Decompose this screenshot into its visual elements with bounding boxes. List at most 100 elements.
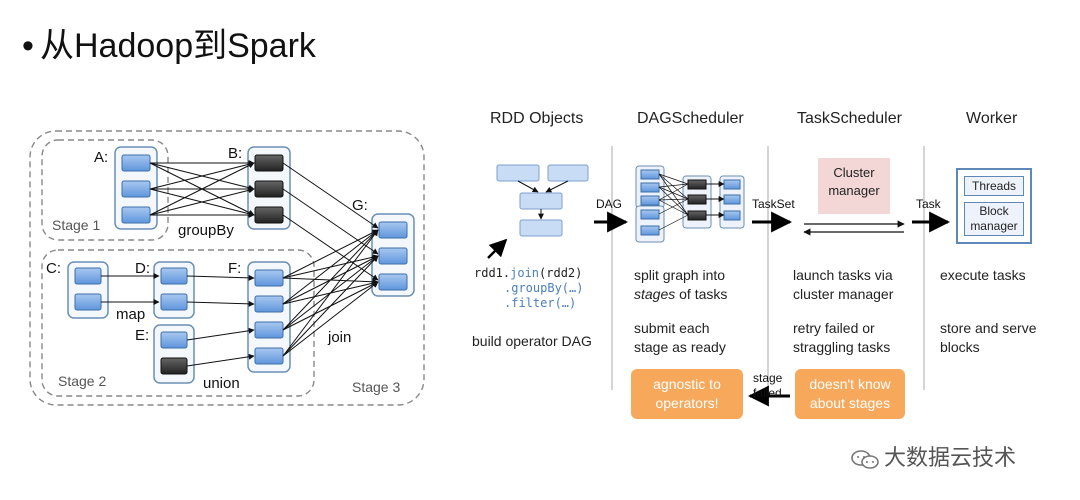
cluster-manager-line: Cluster [833, 165, 875, 180]
partition [254, 206, 284, 224]
op-label-groupby: groupBy [178, 222, 234, 239]
task-desc-line: cluster manager [793, 286, 894, 302]
partition [378, 221, 408, 239]
threads-box: Threads [964, 176, 1024, 196]
partition [254, 347, 284, 365]
task-desc-line: straggling tasks [793, 339, 891, 355]
wechat-icon [850, 449, 879, 469]
dag-description-2: submit each stage as ready [634, 319, 726, 357]
header-dagscheduler: DAGScheduler [637, 110, 744, 127]
op-label-union: union [203, 375, 240, 392]
block-manager-box: Block manager [964, 202, 1024, 236]
callout-line: operators! [655, 395, 719, 411]
cluster-manager-line: manager [828, 183, 880, 198]
partition [254, 295, 284, 313]
partition [378, 273, 408, 291]
task-description-2: retry failed or straggling tasks [793, 319, 890, 357]
code-token: (rdd2) [539, 266, 583, 280]
title-bullet: • [22, 27, 34, 65]
task-label: Task [916, 197, 942, 211]
stage-1-label: Stage 1 [52, 217, 100, 233]
dag-desc-stages: stages [634, 286, 676, 302]
watermark-text: 大数据云技术 [884, 445, 1017, 470]
header-rdd-objects: RDD Objects [490, 110, 584, 127]
worker-box: Threads Block manager [956, 168, 1032, 244]
block-manager-line: manager [970, 219, 1018, 233]
partition [121, 206, 151, 224]
node-label-d: D: [135, 260, 150, 277]
title-text: 从Hadoop到Spark [40, 27, 316, 65]
dag-desc-line: stage as ready [634, 339, 726, 355]
partition [254, 154, 284, 172]
code-line-3: .filter(…) [504, 296, 577, 310]
partition [378, 247, 408, 265]
dag-desc-line: split graph into [634, 267, 726, 283]
partition [160, 293, 188, 311]
union-edges [186, 274, 255, 367]
rdd-f [247, 261, 291, 373]
dag-desc-line: stages of tasks [634, 285, 727, 304]
code-line-2: .groupBy(…) [504, 281, 584, 295]
partition [254, 321, 284, 339]
stage-3-boundary [29, 130, 425, 406]
partition [74, 293, 102, 311]
worker-desc-line: store and serve [940, 320, 1037, 336]
partition [160, 357, 188, 375]
rdd-description: build operator DAG [472, 333, 592, 349]
rdd-objects-graph [496, 164, 589, 237]
dag-desc-tail: of tasks [675, 286, 728, 302]
task-description-1: launch tasks via cluster manager [793, 266, 893, 304]
worker-desc-line: blocks [940, 339, 980, 355]
partition [121, 154, 151, 172]
partition [160, 331, 188, 349]
callout-line: doesn't know [809, 376, 891, 392]
node-label-g: G: [352, 197, 368, 214]
groupby-edges [149, 160, 255, 218]
worker-description-1: execute tasks [940, 267, 1026, 283]
header-worker: Worker [966, 110, 1018, 127]
header-taskscheduler: TaskScheduler [797, 110, 902, 127]
partition [121, 180, 151, 198]
taskset-label: TaskSet [752, 197, 795, 211]
task-desc-line: retry failed or [793, 320, 875, 336]
node-label-e: E: [135, 327, 149, 344]
stage-failed-label-1: stage [753, 371, 783, 385]
code-pointer-arrow [487, 238, 508, 259]
right-diagram-background [464, 100, 1078, 418]
cluster-manager-box: Cluster manager [818, 158, 890, 214]
doesnt-know-callout: doesn't know about stages [795, 369, 905, 419]
node-label-a: A: [94, 149, 108, 166]
stage-3-label: Stage 3 [352, 379, 400, 395]
stage-2-label: Stage 2 [58, 373, 106, 389]
join-edges [282, 162, 379, 357]
callout-line: agnostic to [653, 376, 721, 392]
dag-description-1: split graph into stages of tasks [634, 266, 727, 304]
agnostic-callout: agnostic to operators! [631, 369, 743, 419]
node-label-f: F: [228, 260, 241, 277]
code-token: rdd1. [474, 266, 511, 280]
op-label-join: join [327, 329, 351, 346]
block-manager-line: Block [979, 204, 1009, 218]
partition [254, 180, 284, 198]
stage-1-boundary [41, 139, 169, 241]
callout-line: about stages [809, 395, 891, 411]
partition [160, 267, 188, 285]
dag-label: DAG [596, 197, 622, 211]
stage-failed-label-2: failed [753, 386, 782, 400]
code-line-1: rdd1.join(rdd2) [474, 266, 583, 281]
partition [74, 267, 102, 285]
op-label-map: map [116, 306, 145, 323]
node-label-b: B: [228, 145, 242, 162]
partition [254, 269, 284, 287]
slide-title: •从Hadoop到Spark [22, 18, 316, 67]
dag-desc-line: submit each [634, 320, 710, 336]
map-edges [101, 273, 160, 305]
node-label-c: C: [46, 260, 61, 277]
watermark: 大数据云技术 [850, 440, 1016, 472]
worker-description-2: store and serve blocks [940, 319, 1037, 357]
code-snippet: rdd1.join(rdd2) .groupBy(…) .filter(…) [474, 266, 583, 311]
task-desc-line: launch tasks via [793, 267, 893, 283]
code-token: join [510, 266, 540, 280]
dag-scheduler-graph [635, 165, 745, 243]
